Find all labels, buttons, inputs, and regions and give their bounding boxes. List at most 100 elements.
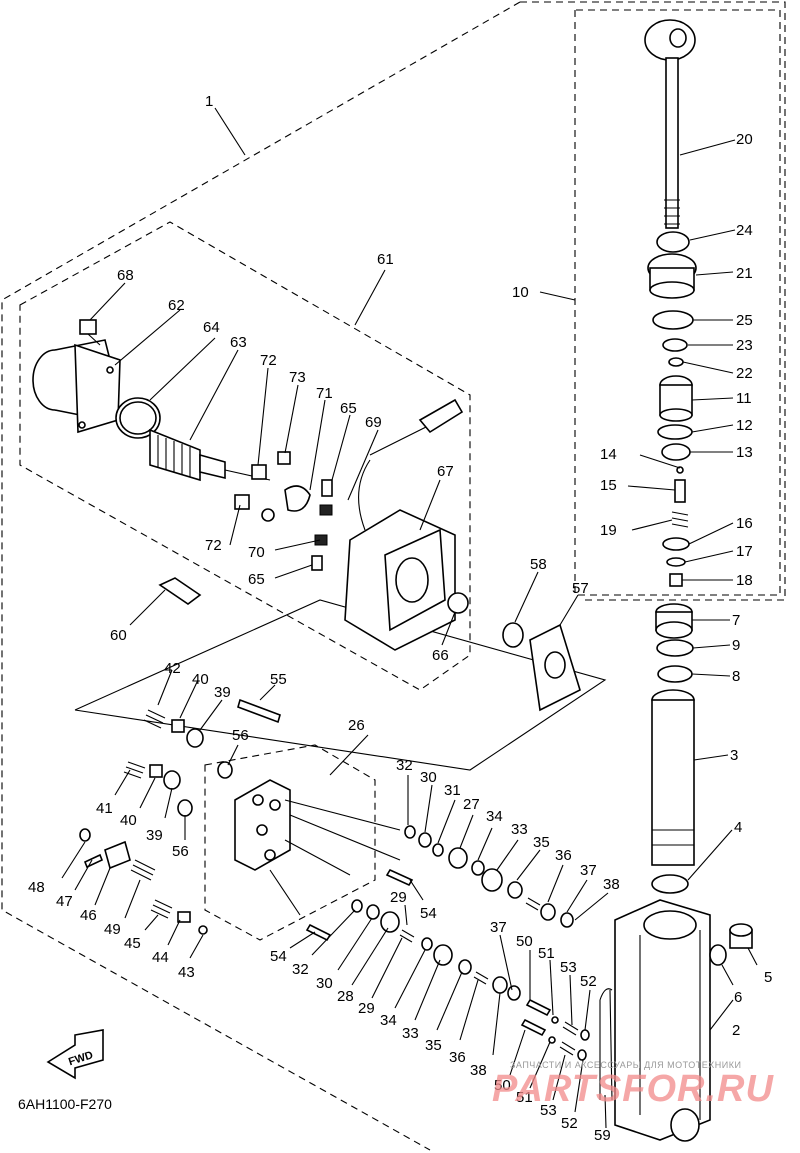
armature — [149, 428, 271, 482]
cylinder-boundary — [574, 9, 781, 596]
callout-72: 72 — [260, 352, 277, 369]
o-ring-12 — [657, 424, 693, 440]
callout-45: 45 — [124, 935, 141, 952]
callout-50: 50 — [494, 1077, 511, 1094]
callout-34: 34 — [486, 808, 503, 825]
callout-36: 36 — [449, 1049, 466, 1066]
callout-41: 41 — [96, 800, 113, 817]
callout-52: 52 — [561, 1115, 578, 1132]
o-ring-22 — [668, 357, 684, 367]
washer-23 — [662, 338, 688, 352]
callout-56: 56 — [172, 843, 189, 860]
callout-72: 72 — [205, 537, 222, 554]
callout-39: 39 — [214, 684, 231, 701]
shuttle-parts — [351, 825, 574, 1001]
screw-18 — [669, 573, 683, 587]
diagram-code: 6AH1100-F270 — [18, 1096, 112, 1112]
callout-35: 35 — [533, 834, 550, 851]
callout-11: 11 — [736, 390, 752, 407]
callout-37: 37 — [580, 862, 597, 879]
manual-valve-parts — [520, 998, 590, 1061]
callout-38: 38 — [603, 876, 620, 893]
brush-parts — [234, 451, 333, 571]
callout-30: 30 — [316, 975, 333, 992]
callout-40: 40 — [120, 812, 137, 829]
callout-17: 17 — [736, 543, 753, 560]
assembly-boundary — [1, 1, 786, 1151]
callout-12: 12 — [736, 417, 753, 434]
spring-19 — [671, 511, 689, 528]
callout-44: 44 — [152, 949, 169, 966]
fwd-arrow — [46, 1029, 104, 1080]
valve-body-26 — [234, 779, 291, 871]
callout-57: 57 — [572, 580, 589, 597]
callout-46: 46 — [80, 907, 97, 924]
callout-64: 64 — [203, 319, 220, 336]
callout-54: 54 — [270, 948, 287, 965]
callout-73: 73 — [289, 369, 306, 386]
callout-14: 14 — [600, 446, 617, 463]
washer-9 — [656, 639, 694, 657]
callout-48: 48 — [28, 879, 45, 896]
callout-10: 10 — [512, 284, 529, 301]
motor-boundary — [19, 221, 471, 691]
callout-62: 62 — [168, 297, 185, 314]
guide-7 — [655, 603, 693, 639]
callout-25: 25 — [736, 312, 753, 329]
o-ring-4 — [651, 874, 689, 894]
callout-67: 67 — [437, 463, 454, 480]
callout-21: 21 — [736, 265, 753, 282]
gasket-57 — [529, 623, 581, 712]
cylinder-tube-3 — [651, 689, 695, 866]
callout-3: 3 — [730, 747, 738, 764]
callout-34: 34 — [380, 1012, 397, 1029]
o-ring-6 — [709, 944, 727, 966]
o-ring-25 — [652, 310, 694, 330]
callout-13: 13 — [736, 444, 753, 461]
callout-33: 33 — [511, 821, 528, 838]
callout-35: 35 — [425, 1037, 442, 1054]
callout-43: 43 — [178, 964, 195, 981]
callout-labels: 1 61 68 62 64 63 72 73 71 65 69 67 72 70… — [28, 93, 772, 1144]
callout-61: 61 — [377, 251, 394, 268]
pump-plate-outline — [74, 599, 607, 771]
callout-29: 29 — [390, 889, 407, 906]
callout-8: 8 — [732, 668, 740, 685]
callout-7: 7 — [732, 612, 740, 629]
callout-28: 28 — [337, 988, 354, 1005]
o-ring-58 — [502, 622, 524, 648]
callout-50: 50 — [516, 933, 533, 950]
callout-6: 6 — [734, 989, 742, 1006]
plug-5 — [729, 923, 753, 949]
callout-9: 9 — [732, 637, 740, 654]
callout-15: 15 — [600, 477, 617, 494]
callout-36: 36 — [555, 847, 572, 864]
tilt-rod-20 — [644, 19, 696, 229]
callout-68: 68 — [117, 267, 134, 284]
callout-53: 53 — [540, 1102, 557, 1119]
callout-23: 23 — [736, 337, 753, 354]
callout-5: 5 — [764, 969, 772, 986]
callout-38: 38 — [470, 1062, 487, 1079]
callout-42: 42 — [164, 660, 181, 677]
callout-18: 18 — [736, 572, 753, 589]
callout-40: 40 — [192, 671, 209, 688]
leader-lines — [61, 107, 758, 1129]
callout-60: 60 — [110, 627, 127, 644]
callout-70: 70 — [248, 544, 265, 561]
seal-24 — [656, 231, 690, 253]
o-ring-64 — [115, 397, 161, 439]
callout-20: 20 — [736, 131, 753, 148]
callout-54: 54 — [420, 905, 437, 922]
callout-69: 69 — [365, 414, 382, 431]
o-ring-8 — [657, 665, 693, 683]
callout-65: 65 — [248, 571, 265, 588]
bolt-60 — [158, 577, 202, 605]
callout-66: 66 — [432, 647, 449, 664]
callout-49: 49 — [104, 921, 121, 938]
watermark-tagline: ЗАПЧАСТИ И АКСЕССУАРЫ ДЛЯ МОТОТЕХНИКИ — [510, 1060, 742, 1070]
callout-33: 33 — [402, 1025, 419, 1042]
washer-16 — [662, 537, 690, 551]
callout-29: 29 — [358, 1000, 375, 1017]
